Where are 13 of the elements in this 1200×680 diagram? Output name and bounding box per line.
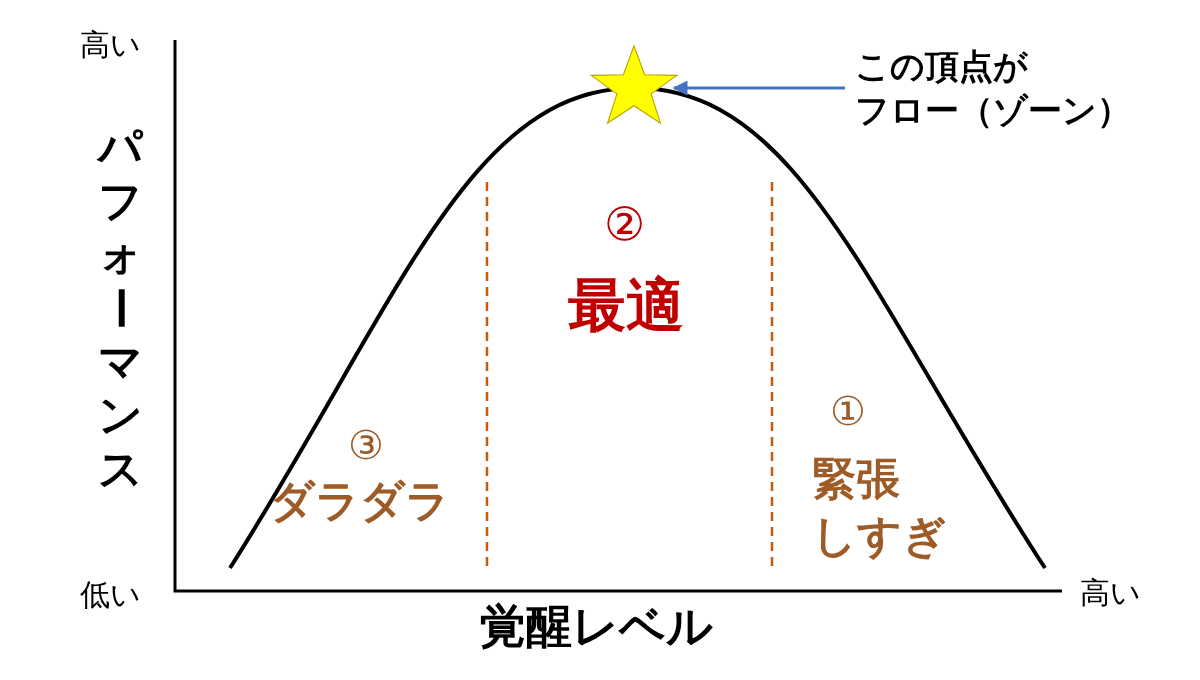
axis-label: 低い: [80, 578, 141, 613]
axis-label: 高い: [1080, 576, 1141, 611]
arrow: [672, 80, 845, 96]
circled-number: ②: [604, 198, 646, 251]
axis-title: パフォーマンス: [96, 120, 144, 496]
zone-label: 最適: [568, 272, 684, 339]
zone-label: 緊張しすぎ: [812, 452, 947, 564]
callout-text: この頂点がフロー（ゾーン）: [855, 44, 1175, 133]
axis-label: 高い: [80, 28, 141, 63]
circled-number: ③: [348, 422, 384, 468]
zone-label: ダラダラ: [270, 476, 450, 527]
circled-number: ①: [830, 388, 866, 434]
axis-title: 覚醒レベル: [480, 600, 713, 653]
